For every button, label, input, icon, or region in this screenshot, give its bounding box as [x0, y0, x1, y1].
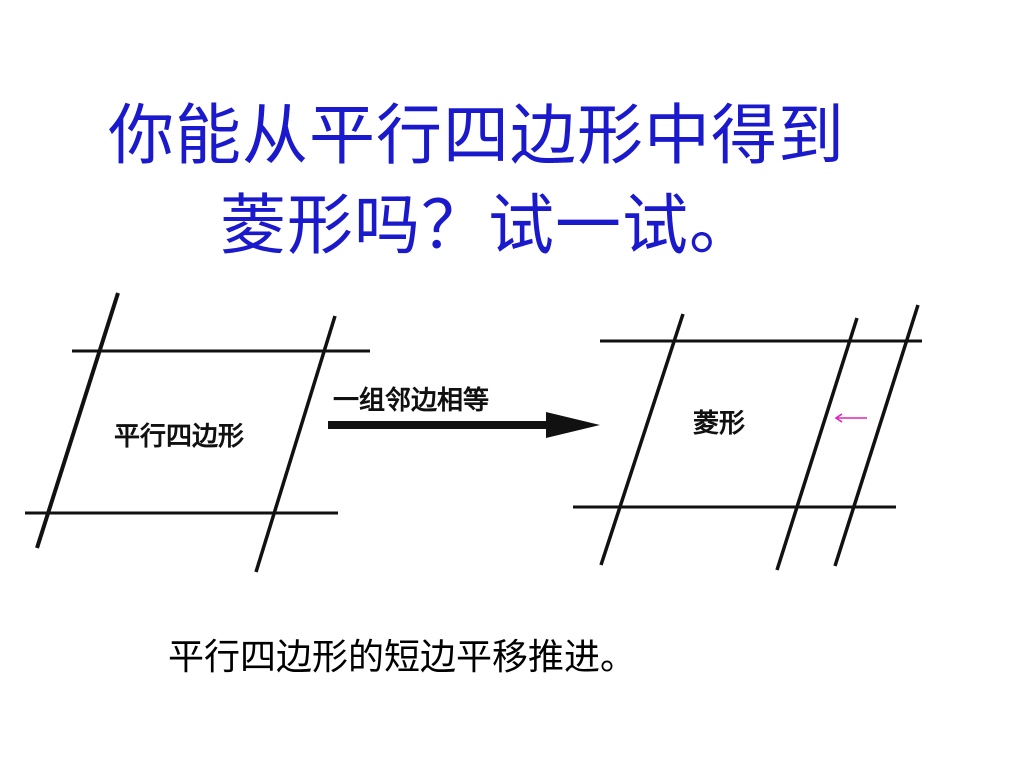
transform-arrow-head	[546, 412, 600, 438]
parallelogram-right-line	[254, 315, 337, 573]
rhombus-figure	[573, 304, 922, 571]
parallelogram-figure	[25, 292, 370, 573]
parallelogram-label: 平行四边形	[114, 421, 244, 452]
rhombus-middle-line	[775, 317, 859, 571]
parallelogram-left-line	[35, 292, 120, 549]
slide-title-line-2: 菱形吗？试一试。	[220, 187, 756, 264]
slide-caption: 平行四边形的短边平移推进。	[168, 637, 637, 678]
rhombus-left-line	[599, 313, 685, 566]
rhombus-label: 菱形	[693, 409, 745, 439]
rhombus-right-line	[833, 304, 920, 567]
condition-label: 一组邻边相等	[333, 385, 489, 416]
transform-arrow-shaft	[328, 421, 560, 429]
slide-title-line-1: 你能从平行四边形中得到	[108, 97, 845, 174]
transform-arrow	[328, 412, 600, 438]
shift-direction-arrow-icon	[834, 413, 867, 423]
